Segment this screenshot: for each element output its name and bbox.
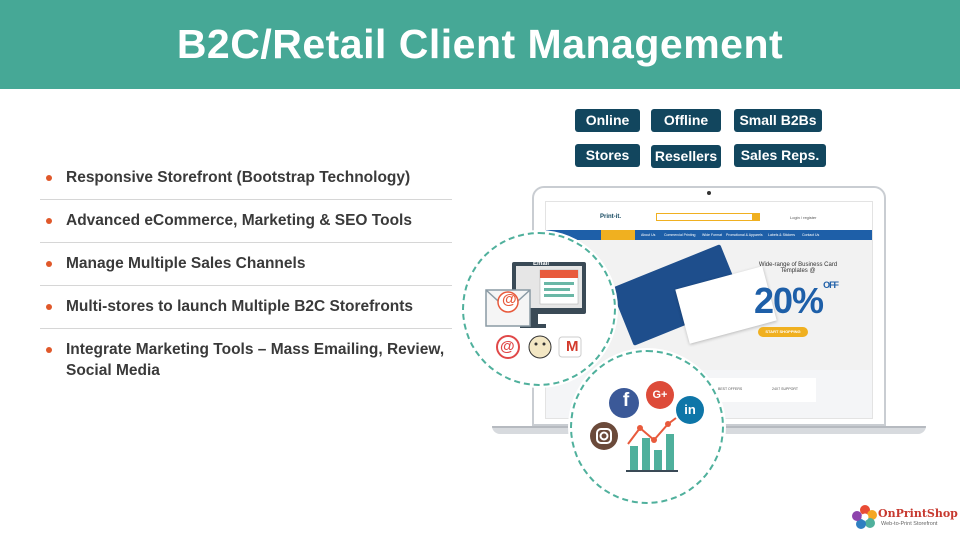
discount-suffix: OFF (823, 280, 839, 290)
gmail-glyph: M (566, 338, 579, 355)
strip-item: BEST OFFERS (718, 387, 743, 391)
brand-logo: OnPrintShop Web-to-Print Storefront (850, 504, 958, 532)
storefront-nav-item: Commercial Printing (664, 233, 696, 237)
header-bar (0, 0, 960, 89)
bullet-icon (46, 261, 52, 267)
brand-tagline: Web-to-Print Storefront (881, 521, 938, 527)
google-plus-icon (646, 381, 674, 409)
search-icon (752, 213, 760, 221)
at-glyph: @ (500, 338, 515, 355)
email-tools-illustration (485, 262, 586, 359)
feature-text: Responsive Storefront (Bootstrap Technol… (66, 169, 411, 186)
storefront-logo: Print-it. (600, 214, 621, 220)
linkedin-icon (676, 396, 704, 424)
bullet-icon (46, 304, 52, 310)
tag-resellers: Resellers (651, 145, 721, 168)
storefront-login: Login / register (790, 215, 817, 220)
storefront-nav-active (601, 230, 635, 240)
at-icon (496, 335, 520, 359)
storefront-nav-item: Wide Format (702, 233, 723, 237)
discount-value: 20% (754, 280, 824, 321)
page-title: B2C/Retail Client Management (176, 21, 784, 67)
start-shopping-button: START SHOPPING (758, 327, 808, 337)
bullet-icon (46, 347, 52, 353)
bar-chart-icon (626, 417, 678, 472)
linkedin-glyph: in (684, 402, 696, 417)
hero-discount: 20%OFF (754, 280, 839, 322)
bullet-icon (46, 218, 52, 224)
brand-mark-icon (852, 505, 877, 529)
storefront-search (656, 213, 760, 221)
feature-item: Multi-stores to launch Multiple B2C Stor… (40, 286, 452, 329)
strip-item: 24X7 SUPPORT (772, 387, 799, 391)
feature-item: Responsive Storefront (Bootstrap Technol… (40, 157, 452, 200)
feature-item: Advanced eCommerce, Marketing & SEO Tool… (40, 200, 452, 243)
envelope-at-glyph: @ (502, 291, 517, 308)
tag-online: Online (575, 109, 640, 132)
email-label: Email (533, 261, 550, 267)
social-tools-illustration (590, 381, 704, 472)
tag-offline: Offline (651, 109, 721, 132)
feature-text: Advanced eCommerce, Marketing & SEO Tool… (66, 212, 412, 229)
feature-item: Manage Multiple Sales Channels (40, 243, 452, 286)
mailchimp-icon (528, 335, 552, 359)
feature-item: Integrate Marketing Tools – Mass Emailin… (40, 329, 452, 392)
storefront-nav: All Products About Us Commercial Printin… (546, 230, 872, 240)
google-plus-glyph: G+ (652, 389, 668, 401)
monitor-icon (512, 262, 586, 328)
storefront-nav-item: Labels & Stickers (768, 233, 796, 237)
feature-text: Integrate Marketing Tools – Mass Emailin… (66, 341, 445, 379)
envelope-icon (485, 289, 531, 327)
facebook-icon (609, 388, 639, 418)
storefront-nav-item: Promotional & Apparels (726, 233, 763, 237)
laptop-camera (707, 191, 711, 195)
feature-list: Responsive Storefront (Bootstrap Technol… (40, 157, 452, 392)
gmail-icon (558, 336, 582, 358)
feature-text: Manage Multiple Sales Channels (66, 255, 306, 272)
tag-small-b2bs: Small B2Bs (734, 109, 822, 132)
instagram-icon (590, 422, 618, 450)
bullet-icon (46, 175, 52, 181)
storefront-nav-item: Contact Us (802, 233, 820, 237)
hero-headline: Wide-range of Business Card Templates @ (758, 262, 838, 274)
tag-sales-reps: Sales Reps. (734, 144, 826, 167)
brand-name: OnPrintShop (878, 507, 958, 520)
feature-text: Multi-stores to launch Multiple B2C Stor… (66, 298, 414, 315)
tag-stores: Stores (575, 144, 640, 167)
facebook-glyph: f (622, 390, 630, 411)
storefront-nav-item: About Us (641, 233, 656, 237)
